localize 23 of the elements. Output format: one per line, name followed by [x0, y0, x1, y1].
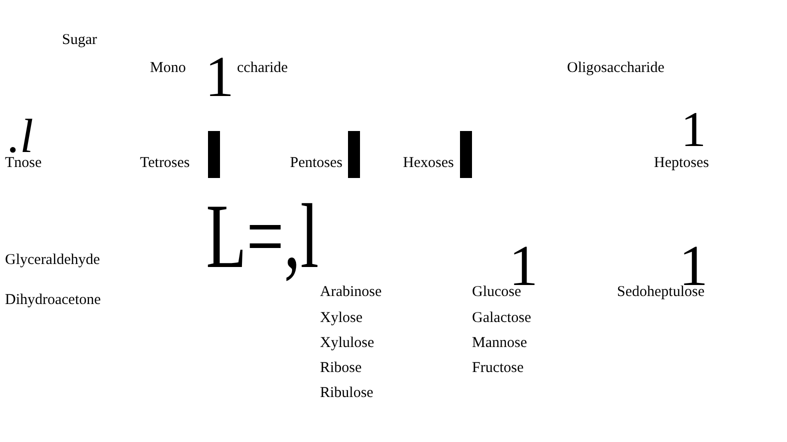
category-label: Hexoses — [403, 156, 454, 171]
category-label: Fructose — [472, 361, 524, 376]
category-label: Tetroses — [140, 156, 190, 171]
category-label: Arabinose — [320, 285, 382, 300]
category-label: Mannose — [472, 336, 527, 351]
category-label: Pentoses — [290, 156, 342, 171]
glyph-mark: 1 — [205, 48, 234, 106]
category-label: Ribose — [320, 361, 362, 376]
category-label: Glucose — [472, 285, 522, 300]
category-label: Xylulose — [320, 336, 374, 351]
glyph-mark: L=,l — [206, 190, 319, 282]
category-label: Heptoses — [654, 156, 709, 171]
category-label: Ribulose — [320, 386, 374, 401]
heading-text: Sugar — [62, 33, 97, 48]
category-label: ccharide — [237, 61, 288, 76]
category-label: Oligosaccharide — [567, 61, 664, 76]
category-label: Dihydroacetone — [5, 293, 101, 308]
category-label: Mono — [150, 61, 186, 76]
category-label: Sedoheptulose — [617, 285, 704, 300]
category-label: Glyceraldehyde — [5, 253, 100, 268]
category-label: Galactose — [472, 311, 532, 326]
category-label: Xylose — [320, 311, 362, 326]
glyph-mark: 1 — [681, 104, 706, 154]
